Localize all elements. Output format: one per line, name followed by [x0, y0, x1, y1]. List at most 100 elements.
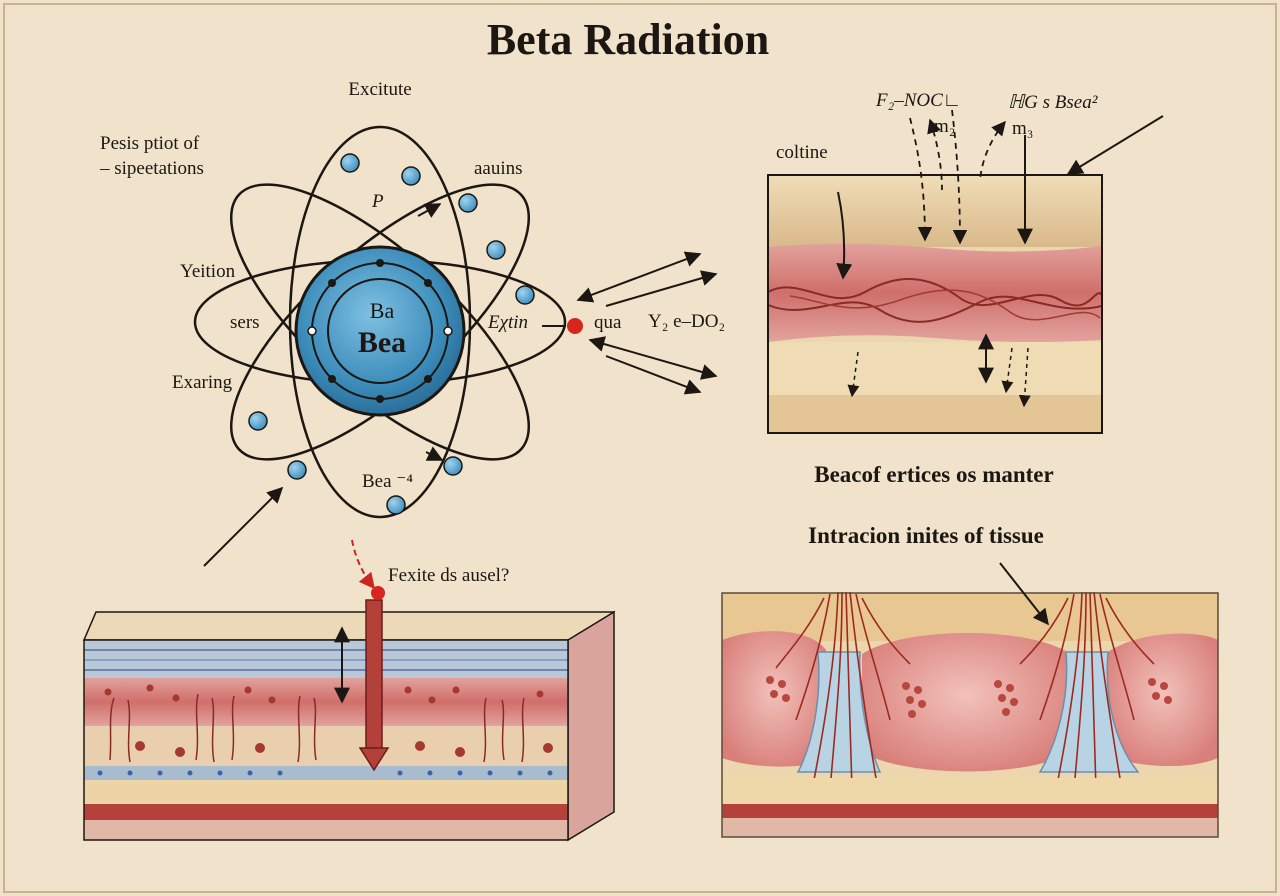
skin-block-top	[82, 611, 616, 641]
nucleus-dot	[424, 375, 432, 383]
pointer-arrow	[999, 562, 1049, 626]
label-formula: Y₂ e–DO₂	[648, 311, 725, 332]
label-formula-left-sub: m₂	[934, 116, 955, 137]
nucleus-ring-inner	[327, 278, 433, 384]
hair-fibers	[109, 693, 525, 763]
nucleus-dot	[424, 279, 432, 287]
layer-blue-dots	[84, 766, 568, 780]
penetration-arrow	[951, 109, 968, 245]
emission-arrow	[605, 355, 702, 395]
electron	[515, 285, 535, 305]
nucleus-dot	[307, 326, 317, 336]
radiation-fibers-right	[1019, 591, 1155, 791]
label-aauins: aauins	[474, 158, 523, 179]
cross-section-panel: coltine F₂–NOC∟ m₂ ℍG s Bsea² m₃ Beacof …	[767, 90, 1164, 487]
beta-particle	[371, 586, 385, 600]
tissue-lobe	[862, 633, 1070, 772]
label-exaring: Exaring	[172, 372, 233, 393]
label-top-left-line2: – sipeetations	[99, 158, 204, 179]
beta-track	[365, 599, 383, 751]
penetration-arrow	[909, 117, 933, 242]
nucleus-dot	[376, 395, 384, 403]
electron	[248, 411, 268, 431]
skin-block-side	[567, 610, 615, 842]
penetration-arrow	[836, 191, 853, 280]
layer-bottom	[84, 820, 568, 840]
emission-arrow	[576, 251, 702, 303]
orbit-vertical	[288, 125, 472, 519]
orbit-arrow	[425, 446, 444, 461]
orbit-arrow	[417, 203, 442, 218]
radiation-fibers-left	[775, 591, 911, 791]
layer-mid	[84, 726, 568, 766]
layer-red	[84, 678, 568, 726]
label-p: P	[371, 191, 384, 212]
tissue-top-layer	[722, 593, 1218, 641]
label-extin: Eχtin	[487, 312, 528, 333]
tissue-bottom-layer	[722, 818, 1218, 837]
cell-dots	[104, 684, 553, 757]
electron	[458, 193, 478, 213]
scatter-arrow	[1018, 347, 1031, 408]
nucleus	[294, 245, 466, 417]
tissue-lobe	[722, 631, 826, 767]
beta-track-tip	[358, 747, 390, 772]
tissue-caption: Intracion inites of tissue	[808, 523, 1044, 548]
nucleus-dot	[376, 259, 384, 267]
label-yeition: Yeition	[180, 261, 236, 282]
penetration-arrow	[927, 118, 943, 191]
electron	[340, 153, 360, 173]
skin-block: Fexite ds ausel?	[82, 539, 616, 842]
fiber-line	[789, 289, 1101, 321]
layer-bottom	[768, 395, 1102, 433]
nucleus-dot	[443, 326, 453, 336]
electron	[386, 495, 406, 515]
electron	[401, 166, 421, 186]
cell-clusters	[766, 676, 1172, 718]
tissue-red-layer	[722, 804, 1218, 818]
atom-diagram: Ba Bea Excitute Pesis ptiot of – sipeeta…	[99, 79, 567, 567]
label-formula-left: F₂–NOC∟	[875, 90, 961, 111]
label-bea-bottom: Bea ⁻⁴	[362, 471, 413, 492]
pointer-arrow	[1066, 115, 1164, 175]
tissue-panel: Intracion inites of tissue	[721, 523, 1219, 838]
electron	[443, 456, 463, 476]
label-top-left-line1: Pesis ptiot of	[100, 133, 200, 154]
emission-arrow	[588, 336, 718, 380]
beta-particle	[567, 318, 583, 334]
penetration-arrow	[979, 120, 1006, 181]
layer-cream	[84, 780, 568, 804]
incoming-beta-path	[351, 539, 375, 590]
nucleus-dot	[328, 279, 336, 287]
label-formula-right-sub: m₃	[1012, 118, 1033, 139]
cross-section-caption: Beacof ertices os manter	[814, 462, 1053, 487]
label-excitute: Excitute	[348, 79, 411, 100]
label-coltine: coltine	[776, 142, 828, 163]
page-border	[3, 3, 1277, 893]
skin-block-frame	[83, 639, 569, 841]
electron	[287, 460, 307, 480]
blue-cell-dots	[97, 770, 553, 776]
emission-arrow	[605, 270, 718, 307]
beta-emission: qua Y₂ e–DO₂	[542, 251, 725, 395]
tissue-frame	[721, 592, 1219, 838]
tissue-lobe	[1108, 633, 1218, 767]
nucleus-dot	[328, 375, 336, 383]
layer-top	[768, 175, 1102, 247]
pointer-arrow	[203, 486, 284, 567]
label-fexite: Fexite ds ausel?	[388, 565, 509, 586]
label-qua: qua	[594, 312, 622, 333]
layer-dark-red	[84, 804, 568, 820]
cross-section-frame	[767, 174, 1103, 434]
channel	[796, 651, 882, 773]
label-formula-right: ℍG s Bsea²	[1008, 92, 1098, 113]
nucleus-label-small: Ba	[370, 298, 395, 323]
fiber-line	[767, 295, 1103, 323]
nucleus-label-large: Bea	[358, 326, 406, 359]
label-sers: sers	[230, 312, 260, 333]
fiber-line	[767, 278, 1103, 307]
tissue-cream-layer	[722, 778, 1218, 804]
electron	[486, 240, 506, 260]
